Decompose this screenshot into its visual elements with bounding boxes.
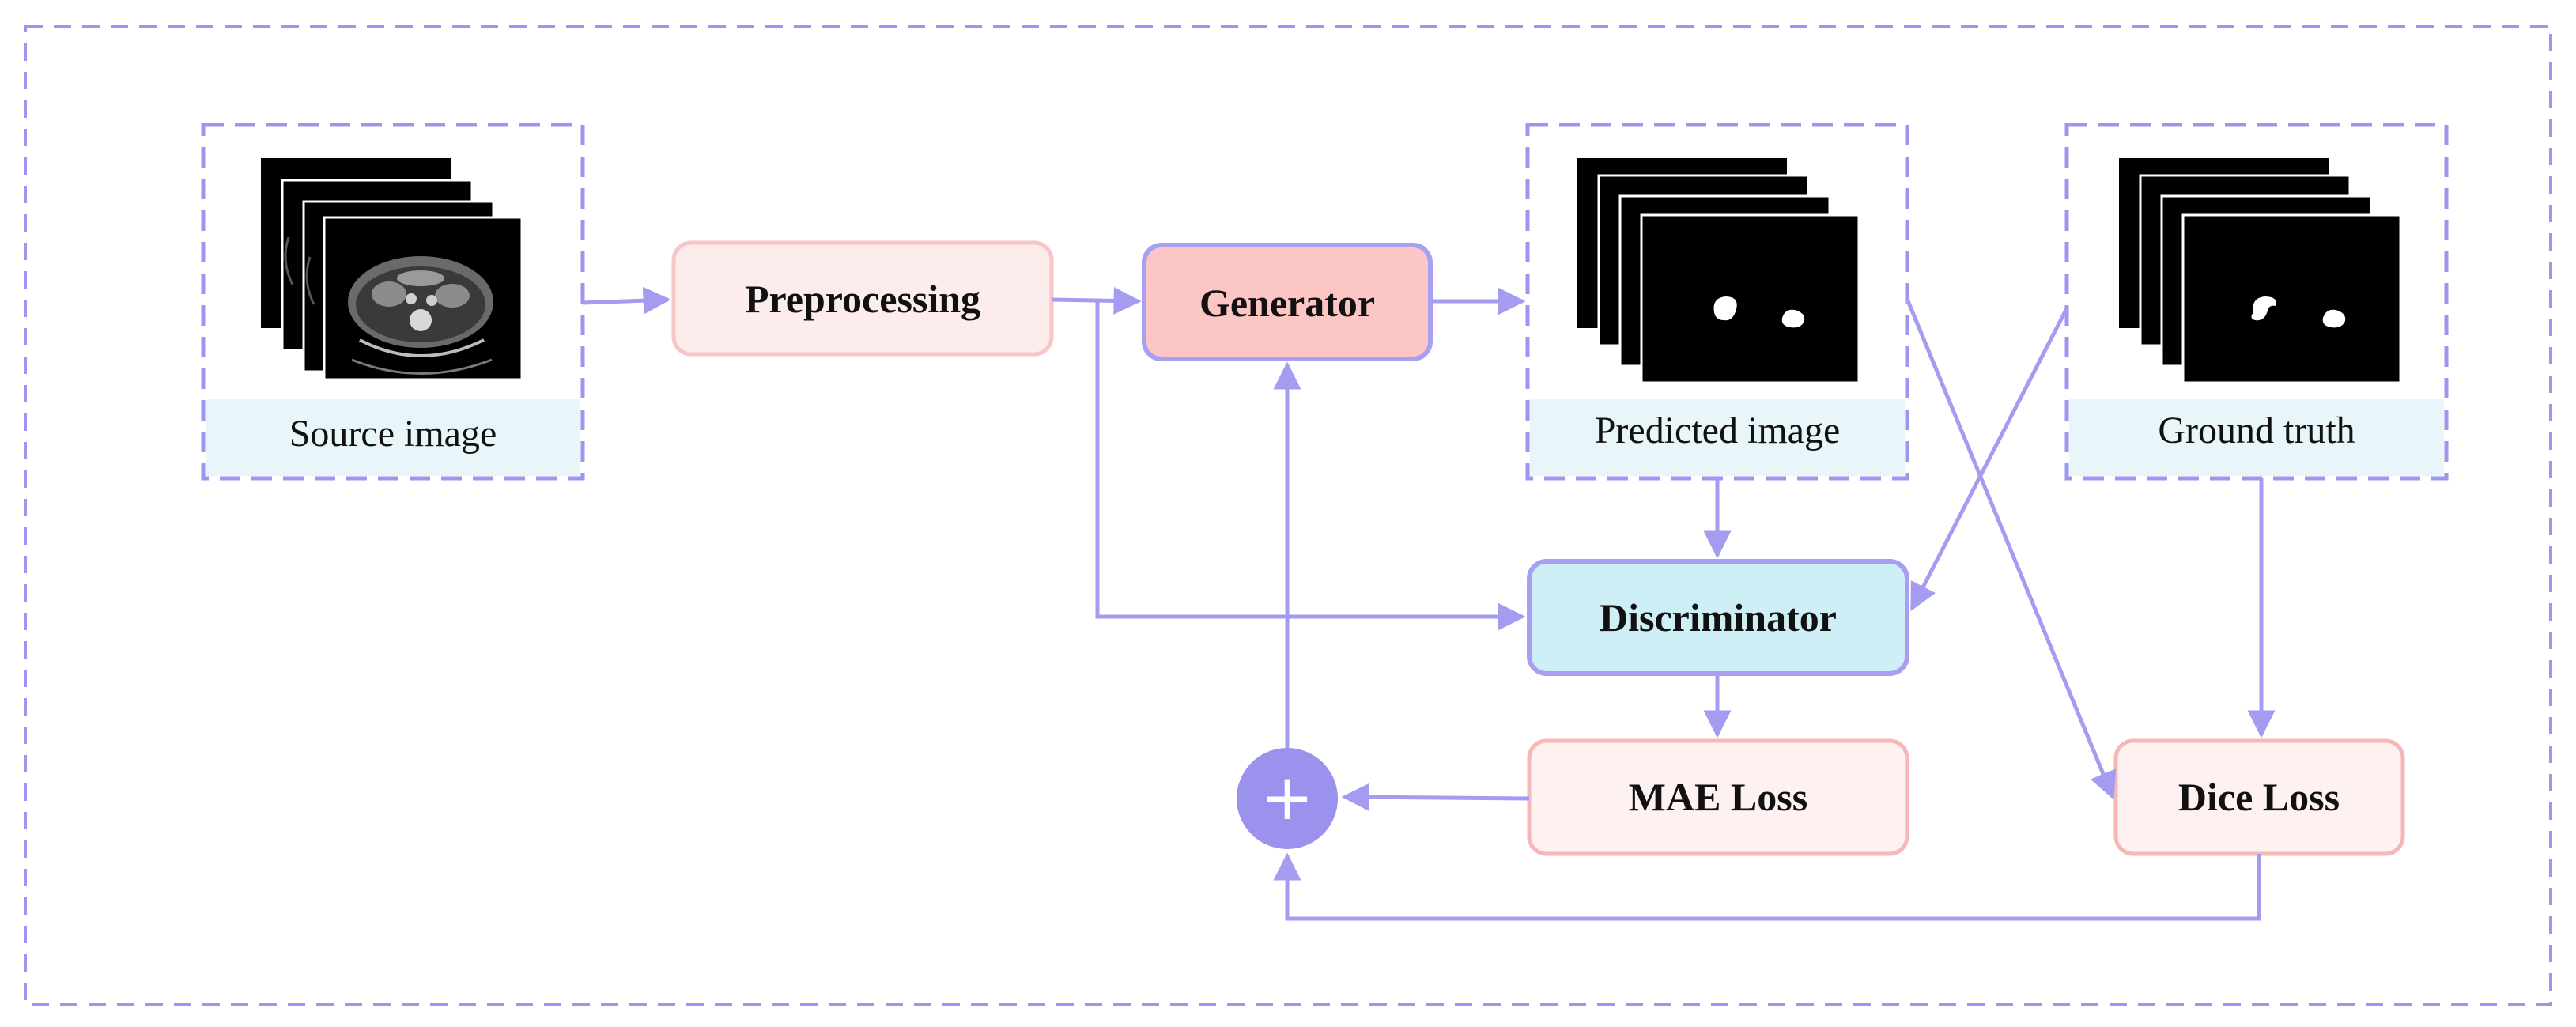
sum-node-symbol: + [1260, 761, 1313, 834]
ground-truth-caption-bg [2069, 399, 2444, 476]
mae-loss-block: MAE Loss [1527, 738, 1909, 856]
mae-loss-label: MAE Loss [1629, 775, 1807, 819]
sum-node: + [1237, 748, 1338, 849]
source-image-caption: Source image [289, 413, 497, 455]
predicted-mask-right [1781, 309, 1805, 328]
discriminator-block: Discriminator [1527, 559, 1909, 676]
connections [582, 286, 2276, 921]
predicted-image-panel: Predicted image [1525, 123, 1909, 481]
discriminator-label: Discriminator [1600, 595, 1837, 640]
arrow-diceloss-to-sum [1273, 852, 2261, 921]
arrow-predicted-to-diceloss [1905, 298, 2117, 800]
outer-frame [24, 25, 2552, 1006]
ground-truth-mask-right [2322, 309, 2346, 328]
predicted-image-caption: Predicted image [1595, 410, 1841, 451]
preprocessing-label: Preprocessing [745, 277, 980, 321]
arrow-maeloss-to-sum [1341, 783, 1530, 811]
arrow-preprocessing-to-generator [1051, 286, 1142, 315]
ground-truth-image-stack [2119, 158, 2402, 384]
arrow-preprocessing-to-discriminator [1095, 300, 1526, 631]
dice-loss-block: Dice Loss [2113, 738, 2405, 856]
generator-label: Generator [1199, 281, 1375, 325]
predicted-image-stack [1577, 158, 1860, 384]
predicted-caption-bg [1530, 399, 1905, 476]
ground-truth-panel: Ground truth [2064, 123, 2449, 481]
ground-truth-mask-left [2251, 296, 2276, 321]
generator-block: Generator [1142, 243, 1433, 361]
source-image-panel: Source image [201, 123, 585, 481]
source-image-stack [261, 158, 523, 381]
source-caption-bg [206, 399, 580, 476]
preprocessing-block: Preprocessing [671, 240, 1054, 357]
dice-loss-label: Dice Loss [2178, 775, 2340, 819]
ground-truth-caption: Ground truth [2158, 410, 2355, 451]
arrow-source-to-preprocessing [582, 286, 671, 315]
arrow-groundtruth-to-discriminator [1909, 307, 2069, 612]
predicted-mask-left [1713, 296, 1737, 321]
